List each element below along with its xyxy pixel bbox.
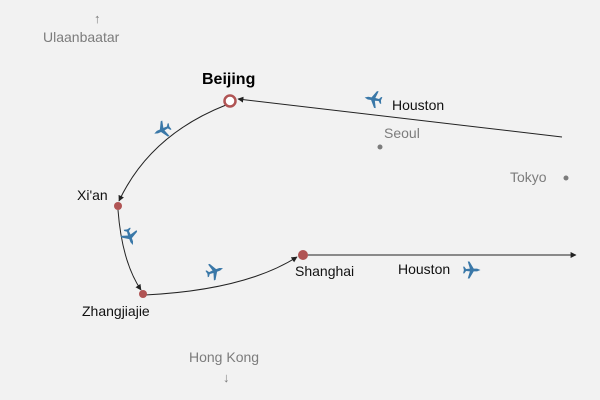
route-beijing-xian <box>118 104 227 202</box>
beijing-marker <box>223 94 237 108</box>
city-label-tokyo: Tokyo <box>510 169 547 185</box>
city-label-zhangjiajie: Zhangjiajie <box>82 303 150 319</box>
city-label-ulaanbaatar: Ulaanbaatar <box>43 29 120 45</box>
plane-icon <box>150 118 174 142</box>
xian-marker <box>114 202 122 210</box>
city-label-beijing: Beijing <box>202 71 256 88</box>
north-arrow-icon: ↑ <box>94 11 101 26</box>
route-xian-zhangjiajie <box>117 209 142 291</box>
shanghai-marker <box>298 250 308 260</box>
city-label-xian: Xi'an <box>77 187 108 203</box>
origin-label-houston: Houston <box>392 97 445 113</box>
route-houston-beijing <box>237 96 563 138</box>
tokyo-dot <box>563 175 569 181</box>
plane-icon <box>363 89 384 109</box>
route-zhangjiajie-shanghai <box>144 256 298 296</box>
south-arrow-icon: ↓ <box>223 370 230 385</box>
plane-icon <box>463 261 481 279</box>
city-label-hong-kong: Hong Kong <box>189 349 260 365</box>
plane-icon <box>118 225 141 248</box>
destination-label-houston: Houston <box>398 261 451 277</box>
city-label-seoul: Seoul <box>384 125 420 141</box>
zhangjiajie-marker <box>139 290 147 298</box>
seoul-dot <box>377 144 383 150</box>
city-label-shanghai: Shanghai <box>295 263 355 279</box>
plane-icon <box>203 260 226 283</box>
